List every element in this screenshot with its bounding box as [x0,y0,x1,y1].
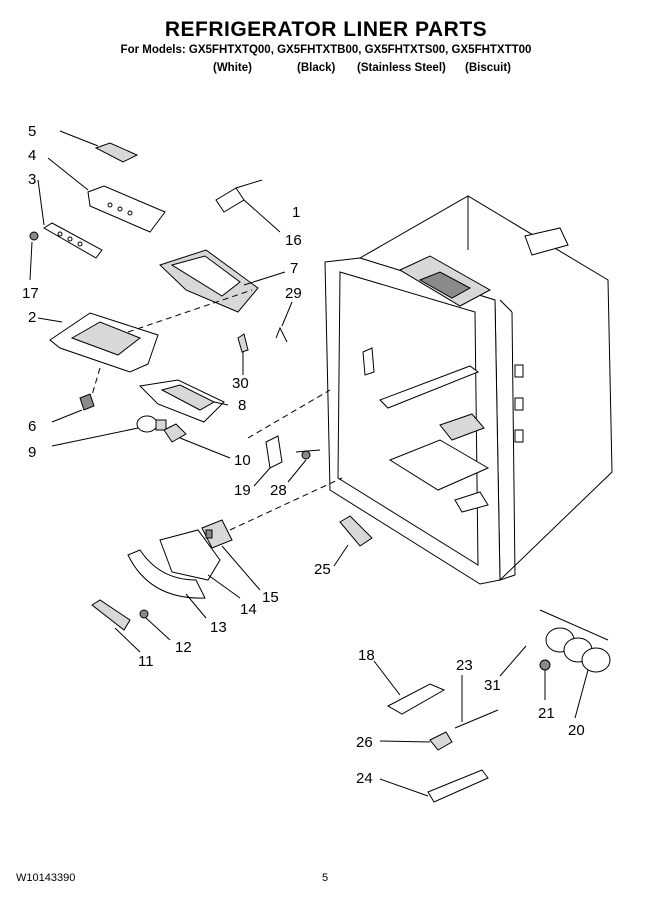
liner-assembly [324,195,613,585]
part-25-light-diffuser [333,515,373,567]
part-20-bracket [247,389,331,487]
callout-20: 19 [234,482,251,499]
part-30-clip [237,333,249,375]
part-24-trim [379,769,489,803]
part-28-screw [287,449,321,483]
part-3-control-board [37,179,103,259]
model-list: For Models: GX5FHTXTQ00, GX5FHTXTB00, GX… [120,44,532,56]
part-15-damper [201,477,343,591]
callout-10: 10 [234,452,251,469]
callout-24: 24 [356,770,373,787]
callout-9: 9 [28,444,36,461]
callout-21: 21 [538,705,555,722]
document-number: W10143390 [16,872,76,884]
part-8-lamp-housing [138,379,229,423]
callout-31: 31 [484,677,501,694]
part-17-screw [29,231,39,281]
callout-1: 1 [292,204,300,221]
part-29-clip [275,301,293,343]
page-number: 5 [322,872,329,884]
part-12-screw [139,609,171,641]
callout-12: 12 [175,639,192,656]
callout-19: 20 [568,722,585,739]
callout-29: 29 [285,285,302,302]
color-biscuit: (Biscuit) [465,62,511,74]
part-6-switch [51,393,95,423]
part-18-bracket [373,660,446,715]
callout-5: 5 [28,123,36,140]
callout-8: 8 [238,397,246,414]
callout-3: 3 [28,171,36,188]
part-4-housing [47,157,166,233]
part-23-thermistor [454,675,499,729]
color-white: (White) [213,62,252,74]
callout-23: 23 [456,657,473,674]
part-21-screw [539,659,551,700]
part-5-bracket [59,130,139,163]
callout-16: 16 [285,232,302,249]
callout-30: 30 [232,375,249,392]
part-7-cover [159,249,286,313]
part-11-grille [91,599,141,653]
part-26-sensor [379,731,453,751]
part-19-heater-assembly [539,609,611,719]
callout-17: 17 [22,285,39,302]
color-black: (Black) [297,62,336,74]
callout-14: 14 [240,601,257,618]
part-9-light-bulb [51,415,167,447]
callout-4: 4 [28,147,36,164]
callout-2: 2 [28,309,36,326]
part-31-pointer [499,645,527,677]
callout-15: 15 [262,589,279,606]
callout-28: 28 [270,482,287,499]
callout-7: 7 [290,260,298,277]
callout-26: 26 [356,734,373,751]
part-14-duct [159,529,241,599]
part-16-lamp-socket [215,179,281,233]
callout-13: 13 [210,619,227,636]
color-stainless-steel: (Stainless Steel) [357,62,446,74]
part-13-deflector [127,549,207,619]
part-2-control-housing [37,289,253,396]
callout-18: 18 [358,647,375,664]
callout-25: 25 [314,561,331,578]
part-10-socket [163,423,231,459]
callout-11: 11 [138,653,154,670]
page-title: REFRIGERATOR LINER PARTS [164,18,488,41]
callout-6: 6 [28,418,36,435]
